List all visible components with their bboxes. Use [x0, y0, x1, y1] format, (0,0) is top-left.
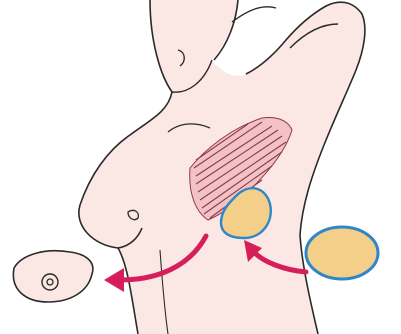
removed-breast-tissue [13, 251, 92, 302]
removed-tissue-nipple [47, 279, 53, 285]
hand-behind-head [232, 7, 276, 22]
implant-oval [306, 227, 378, 279]
